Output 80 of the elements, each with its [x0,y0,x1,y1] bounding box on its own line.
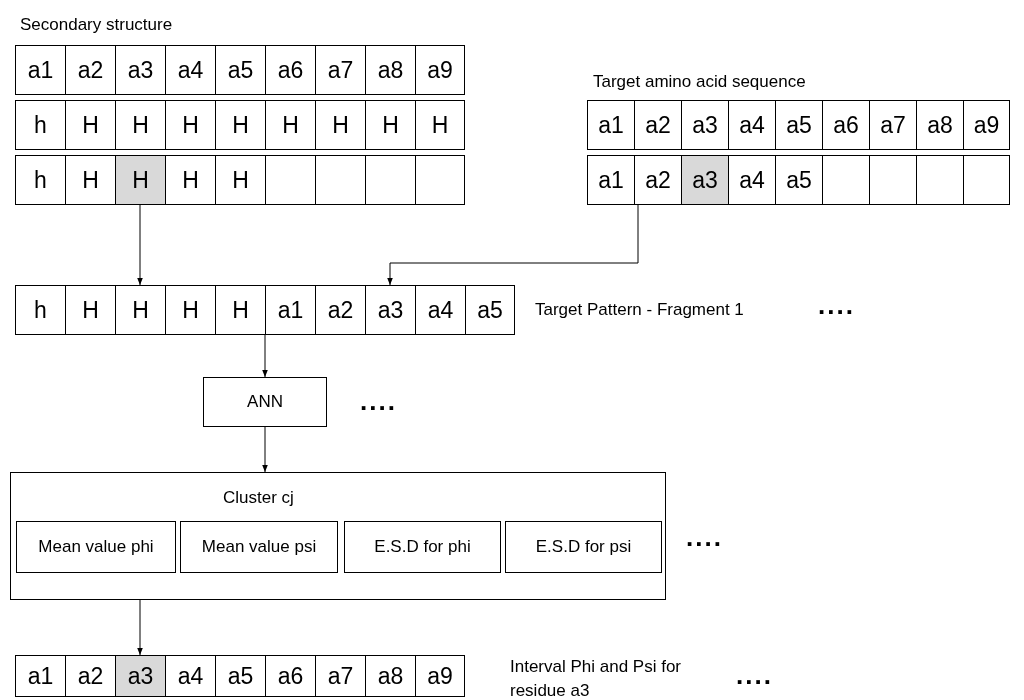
ellipsis-mark: .... [686,524,723,550]
sequence-cell: a5 [215,45,265,95]
sequence-cell: H [215,155,265,205]
process-box: ANN [203,377,327,427]
sequence-cell: H [65,285,115,335]
ellipsis-mark: .... [736,662,773,688]
sequence-cell: H [315,100,365,150]
ellipsis-mark: .... [360,388,397,414]
sequence-cell: H [415,100,465,150]
sequence-cell: a2 [65,45,115,95]
sequence-cell: H [165,155,215,205]
sequence-cell: a2 [65,655,115,697]
sequence-cell: h [15,155,65,205]
arrow [262,334,268,378]
sequence-cell: a9 [415,45,465,95]
sequence-cell: a8 [365,45,415,95]
sequence-cell: a2 [315,285,365,335]
row-caption: Interval Phi and Psi for residue a3 [510,656,683,700]
sequence-cell: a1 [15,45,65,95]
arrow [137,204,143,286]
empty-cell [822,155,869,205]
sequence-cell: a9 [963,100,1010,150]
row-caption: Target Pattern - Fragment 1 [535,299,745,321]
sequence-cell: H [115,100,165,150]
value-box: Mean value psi [180,521,338,573]
sequence-cell: a1 [15,655,65,697]
sequence-cell: a1 [265,285,315,335]
section-heading: Secondary structure [20,14,173,36]
sequence-cell: H [115,155,165,205]
sequence-cell: a6 [822,100,869,150]
sequence-cell: a7 [315,655,365,697]
sequence-cell: a5 [215,655,265,697]
sequence-cell: a2 [634,155,681,205]
sequence-cell: H [365,100,415,150]
value-box: E.S.D for phi [344,521,501,573]
sequence-cell: a3 [681,155,728,205]
section-heading: Target amino acid sequence [593,71,806,93]
sequence-cell: H [165,100,215,150]
sequence-cell: a3 [365,285,415,335]
sequence-cell: a5 [465,285,515,335]
sequence-cell: H [215,285,265,335]
empty-cell [916,155,963,205]
value-box: E.S.D for psi [505,521,662,573]
ellipsis-mark: .... [818,292,855,318]
sequence-cell: a7 [869,100,916,150]
sequence-cell: H [265,100,315,150]
sequence-cell: a9 [415,655,465,697]
value-box: Mean value phi [16,521,176,573]
panel-title: Cluster cj [223,487,294,509]
sequence-cell: a5 [775,155,822,205]
sequence-cell: a4 [165,655,215,697]
empty-cell [963,155,1010,205]
empty-cell [869,155,916,205]
arrow [262,426,268,473]
sequence-cell: h [15,100,65,150]
sequence-cell: a2 [634,100,681,150]
sequence-cell: a8 [365,655,415,697]
sequence-cell: h [15,285,65,335]
arrow [137,599,143,656]
sequence-cell: H [165,285,215,335]
sequence-cell: a4 [165,45,215,95]
sequence-cell: a7 [315,45,365,95]
sequence-cell: a6 [265,655,315,697]
sequence-cell: a4 [728,155,775,205]
sequence-cell: a4 [728,100,775,150]
sequence-cell: a3 [115,655,165,697]
sequence-cell: a1 [587,155,634,205]
sequence-cell: a1 [587,100,634,150]
sequence-cell: H [65,100,115,150]
cluster-panel [10,472,666,600]
sequence-cell: a4 [415,285,465,335]
arrow [387,204,639,286]
sequence-cell: H [215,100,265,150]
sequence-cell: a5 [775,100,822,150]
sequence-cell: H [65,155,115,205]
sequence-cell: a8 [916,100,963,150]
sequence-cell: a3 [115,45,165,95]
sequence-cell: a6 [265,45,315,95]
sequence-cell: a3 [681,100,728,150]
sequence-cell: H [115,285,165,335]
